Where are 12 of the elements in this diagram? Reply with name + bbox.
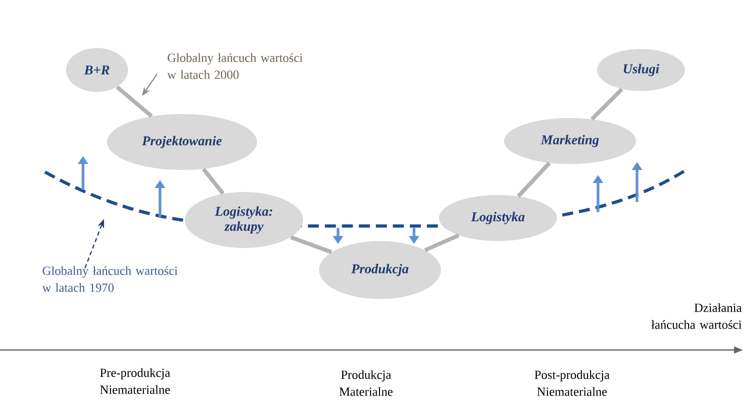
annotation-text: Globalny łańcuch wartości w latach 2000 <box>167 53 303 79</box>
connector-line <box>290 235 332 254</box>
axis-label: Produkcja Materialne <box>339 370 393 396</box>
connector-line <box>202 168 225 195</box>
axis-label: Działania łańcucha wartości <box>651 303 742 329</box>
connector-line <box>516 162 551 198</box>
axis-label: Post-produkcja Niematerialne <box>534 370 610 396</box>
connector-line <box>116 85 153 118</box>
connector-line <box>424 234 460 252</box>
annotation-text: Globalny łańcuch wartości w latach 1970 <box>42 266 178 292</box>
axis-label: Pre-produkcja Niematerialne <box>100 368 170 394</box>
connector-line <box>590 88 624 121</box>
